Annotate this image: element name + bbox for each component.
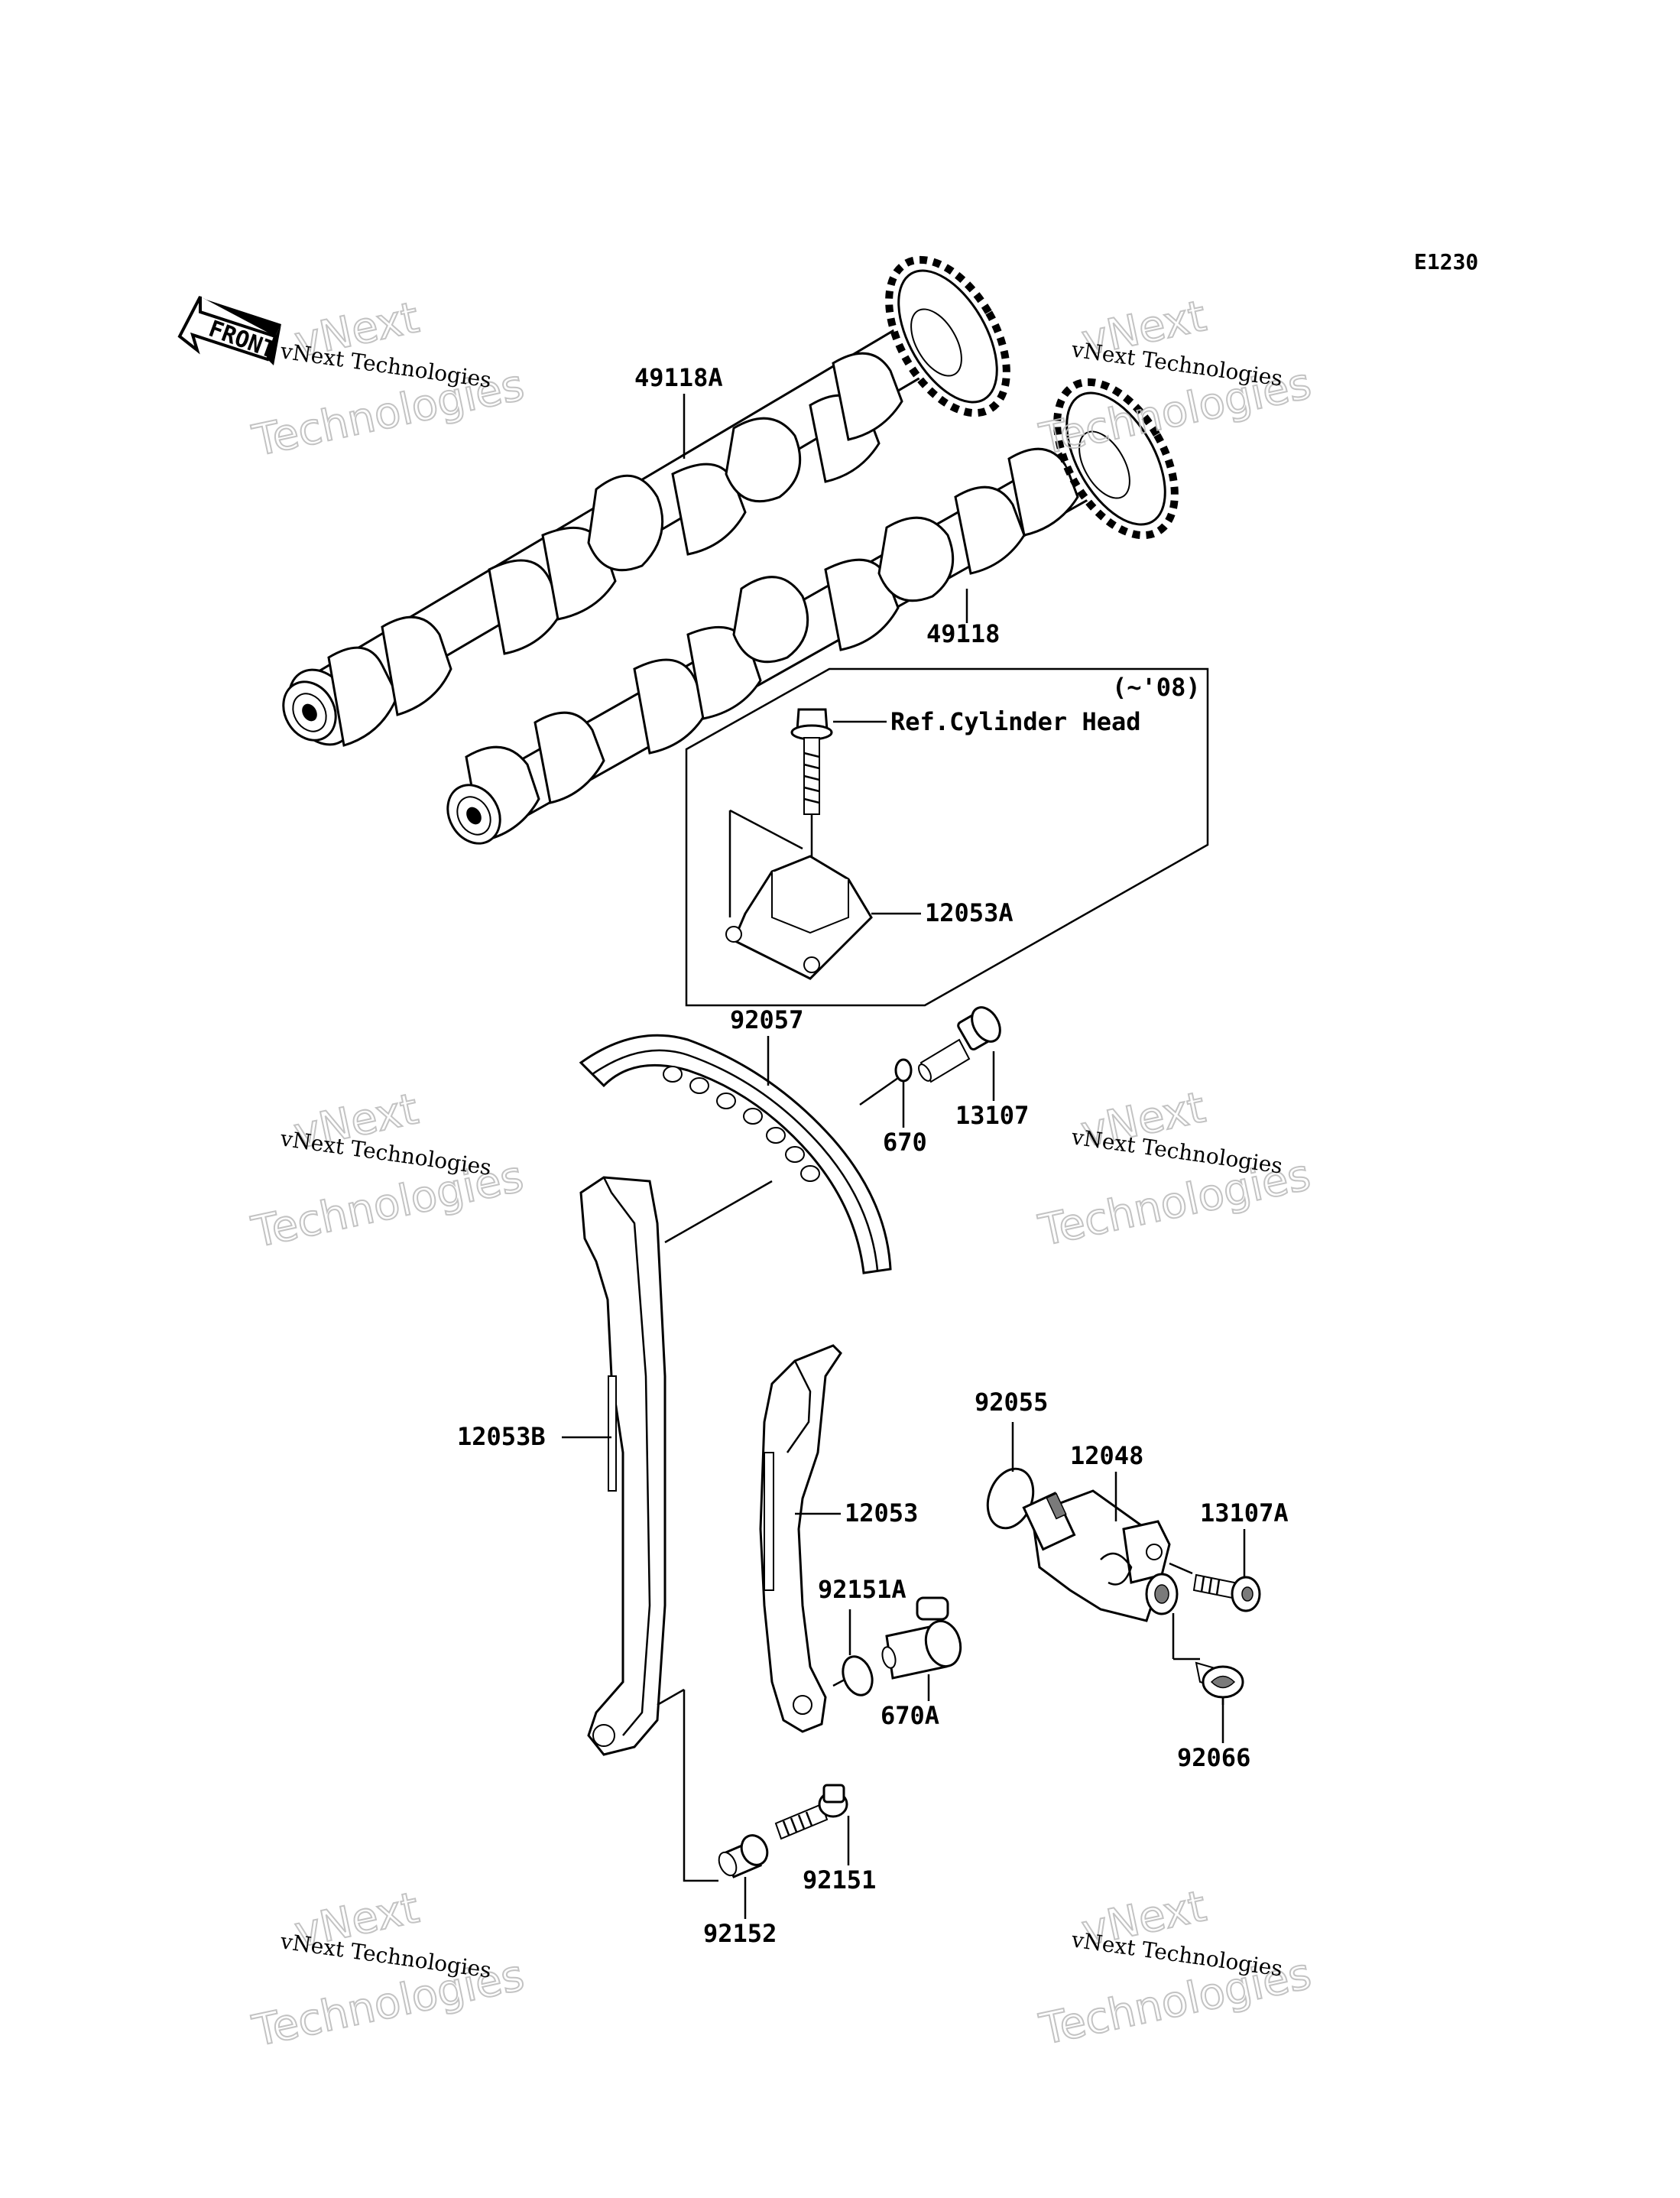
label-92152: 92152 — [703, 1919, 777, 1948]
front-arrow-icon: FRONT — [177, 296, 281, 365]
tensioner — [1022, 1489, 1179, 1622]
cylinder-head-bolt — [790, 708, 833, 815]
label-12053a: 12053A — [925, 898, 1014, 927]
intake-camshaft — [282, 255, 1010, 747]
label-12053b: 12053B — [457, 1422, 546, 1451]
label-92057: 92057 — [730, 1005, 803, 1034]
label-670a: 92151A — [818, 1575, 906, 1604]
guide-rear — [759, 1344, 842, 1733]
inset-note: (~'08) — [1112, 673, 1201, 702]
exhaust-camshaft — [446, 378, 1179, 845]
oring-670a — [842, 1655, 874, 1696]
exhaust-sprocket-icon — [1053, 378, 1179, 540]
label-13107a: 670A — [881, 1701, 939, 1730]
label-92151: 92151 — [803, 1865, 876, 1894]
reference-note: Ref.Cylinder Head — [890, 707, 1141, 736]
label-49118a: 49118A — [634, 363, 723, 392]
collar-92152 — [718, 1834, 769, 1878]
label-12048: 12048 — [1070, 1441, 1143, 1470]
bolt-92151 — [774, 1784, 848, 1840]
label-670: 670 — [883, 1128, 927, 1157]
label-92055: 92055 — [975, 1388, 1048, 1417]
intake-sprocket-icon — [885, 255, 1010, 417]
label-13107: 13107 — [955, 1101, 1029, 1130]
diagram-code: E1230 — [1414, 249, 1478, 274]
inset-box: (~'08) Ref.Cylinder Head 12053A — [685, 667, 1209, 1007]
label-49118: 49118 — [926, 619, 1000, 648]
bolt-92151a — [1192, 1573, 1261, 1612]
label-92066: 92066 — [1177, 1743, 1250, 1772]
bolt-13107 — [918, 1006, 1001, 1083]
guide-front — [579, 1176, 666, 1756]
oring-670 — [894, 1058, 913, 1083]
label-12053: 12053 — [845, 1498, 918, 1528]
label-92151a: 13107A — [1200, 1498, 1289, 1528]
cam-chain — [579, 1034, 892, 1274]
bolt-92066 — [1195, 1661, 1244, 1705]
guide-upper — [725, 809, 873, 980]
bolt-13107a — [881, 1596, 962, 1680]
